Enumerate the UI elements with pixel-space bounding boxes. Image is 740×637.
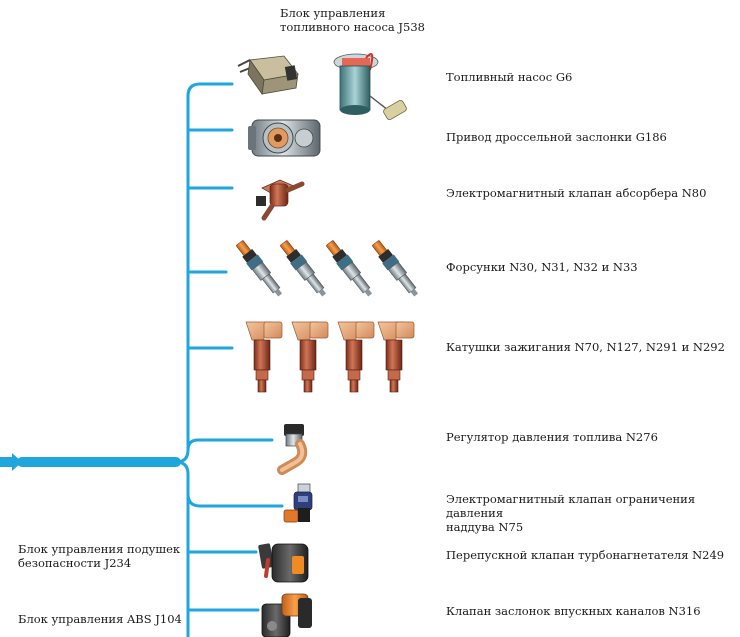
throttle-body-icon (248, 119, 321, 157)
fuel-pump-control-unit-label: Блок управления топливного насоса J538 (280, 6, 425, 34)
injector-icon (233, 237, 287, 300)
wiring-bus (0, 82, 284, 637)
ignition-coil-icon (245, 321, 283, 393)
ignition-coil-icons (245, 321, 415, 393)
intake-flap-valve-icon (261, 593, 312, 637)
abs-control-unit-label: Блок управления ABS J104 (18, 612, 182, 626)
fuel-pump-label: Топливный насос G6 (446, 70, 573, 84)
injector-icon (277, 237, 331, 300)
absorber-valve-label: Электромагнитный клапан абсорбера N80 (446, 186, 707, 200)
airbag-control-unit-label: Блок управления подушек безопасности J23… (18, 542, 181, 570)
injector-icon (369, 237, 423, 300)
fuel-pump-icon (333, 53, 407, 120)
injectors-label: Форсунки N30, N31, N32 и N33 (446, 260, 638, 274)
ignition-coil-icon (377, 321, 415, 393)
ignition-coil-icon (337, 321, 375, 393)
bypass-valve-icon (258, 543, 309, 583)
pressure-regulator-label: Регулятор давления топлива N276 (446, 430, 658, 444)
injector-icons (233, 237, 423, 300)
boost-valve-icon (283, 483, 313, 523)
solenoid-valve-icon (256, 179, 305, 221)
ignition-coils-label: Катушки зажигания N70, N127, N291 и N292 (446, 340, 725, 354)
ignition-coil-icon (291, 321, 329, 393)
pressure-regulator-icon (277, 424, 308, 475)
throttle-actuator-label: Привод дроссельной заслонки G186 (446, 130, 667, 144)
turbo-bypass-valve-label: Перепускной клапан турбонагнетателя N249 (446, 548, 725, 562)
intake-flap-valve-label: Клапан заслонок впускных каналов N316 (446, 604, 701, 618)
injector-icon (323, 237, 377, 300)
boost-limit-valve-label: Электромагнитный клапан ограничения давл… (446, 492, 696, 534)
fuel-pump-control-unit-icon (237, 55, 299, 96)
